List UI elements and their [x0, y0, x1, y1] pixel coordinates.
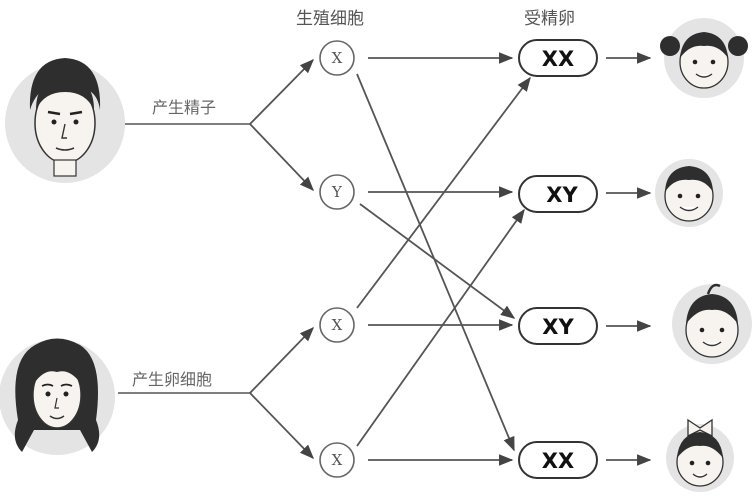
zygote-4-label: XX [542, 449, 574, 473]
sperm-x-gamete: X [319, 40, 355, 76]
egg-x1-label: X [332, 316, 343, 334]
zygote-2-label: XY [546, 183, 578, 207]
zygote-3: XY [518, 307, 598, 345]
arrow-sperm-x-to-zygote4 [356, 73, 515, 452]
sperm-y-gamete: Y [319, 174, 355, 210]
arrow-sperm-y-to-zygote3 [359, 203, 516, 319]
mother-face-icon [0, 338, 115, 455]
sperm-y-label: Y [331, 183, 343, 201]
gametes-header: 生殖细胞 [296, 9, 364, 29]
arrow-father-to-x [249, 58, 315, 125]
girl-with-bow-icon [666, 418, 734, 492]
boy-icon [655, 159, 723, 227]
egg-x2-gamete: X [319, 442, 355, 478]
arrow-mother-to-x1 [249, 326, 315, 394]
zygote-2: XY [518, 175, 598, 213]
produce-egg-label: 产生卵细胞 [132, 370, 212, 389]
arrow-egg-x2-to-zygote2 [356, 208, 525, 447]
zygote-4: XX [518, 441, 598, 479]
boy-icon [672, 283, 752, 364]
arrow-egg-x1-to-zygote1 [356, 76, 531, 309]
sperm-x-label: X [332, 49, 343, 67]
zygotes-header: 受精卵 [524, 9, 575, 29]
egg-x2-label: X [332, 451, 343, 469]
father-face-icon [5, 58, 125, 183]
produce-sperm-label: 产生精子 [152, 98, 216, 117]
arrow-mother-to-x2 [249, 392, 315, 460]
egg-x1-gamete: X [319, 307, 355, 343]
zygote-3-label: XY [542, 315, 574, 339]
girl-with-pigtails-icon [660, 18, 748, 98]
arrow-father-to-y [249, 123, 314, 192]
zygote-1: XX [518, 39, 598, 77]
zygote-1-label: XX [542, 47, 574, 71]
